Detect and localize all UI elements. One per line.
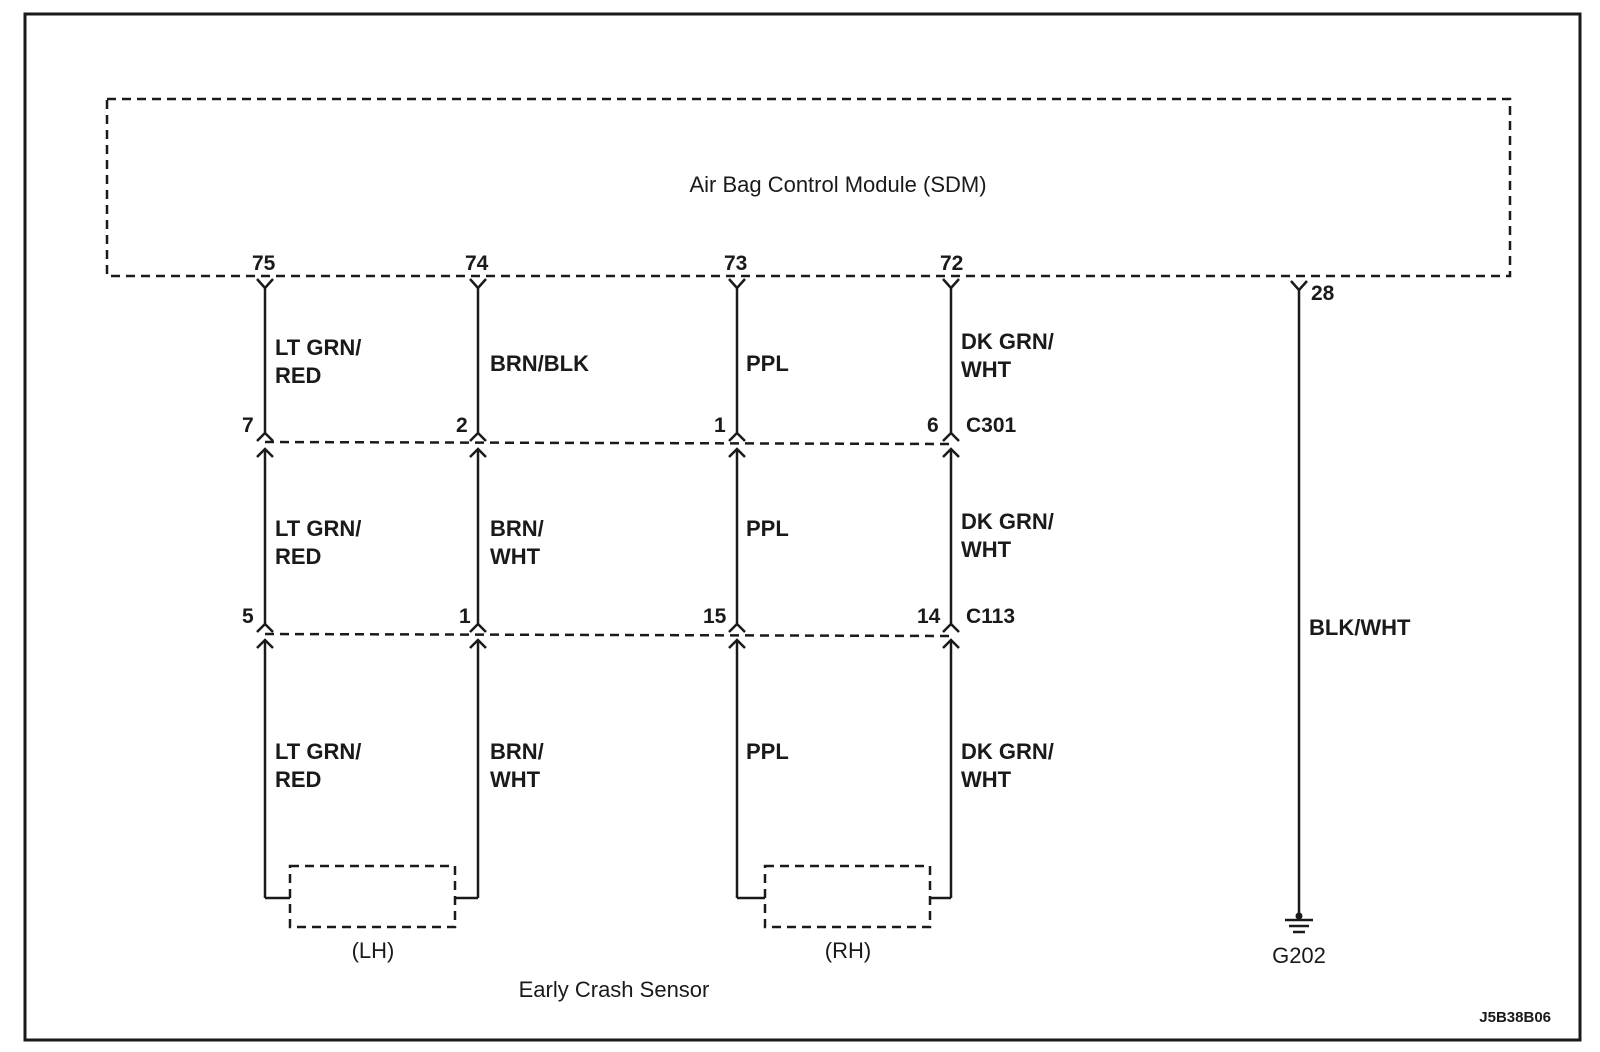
c301-terminal-male bbox=[942, 431, 960, 442]
sdm-pin-terminal bbox=[728, 278, 746, 290]
ground-icon bbox=[1285, 918, 1313, 934]
circuit-brn: 74 BRN/BLK 2 BRN/ WHT 1 BRN/ WHT bbox=[456, 252, 589, 898]
c113-terminal-male bbox=[256, 622, 274, 633]
c301-pin-label: 6 bbox=[927, 414, 939, 437]
sensor-lh-box bbox=[288, 864, 457, 929]
ground-splice-dot bbox=[1295, 912, 1303, 920]
c301-pin-label: 1 bbox=[714, 414, 726, 437]
wire-color-label: WHT bbox=[490, 544, 541, 569]
c301-terminal-male bbox=[728, 431, 746, 442]
c301-pin-label: 7 bbox=[242, 414, 254, 437]
c113-terminal-male bbox=[942, 622, 960, 633]
c113-pin-label: 15 bbox=[703, 605, 727, 628]
sdm-module-box bbox=[105, 97, 1512, 278]
wire-color-label: DK GRN/ bbox=[961, 329, 1054, 354]
c113-pin-label: 5 bbox=[242, 605, 254, 628]
wire-color-label: BRN/ bbox=[490, 739, 544, 764]
connector-c301-label: C301 bbox=[966, 414, 1017, 437]
c301-terminal-male bbox=[469, 431, 487, 442]
wire-color-label: PPL bbox=[746, 351, 789, 376]
wire-color-label: RED bbox=[275, 363, 321, 388]
sdm-pin-label: 72 bbox=[940, 252, 963, 275]
wire-color-label: BRN/ bbox=[490, 516, 544, 541]
connector-c301: C301 bbox=[264, 414, 1017, 446]
c113-terminal-male bbox=[469, 622, 487, 633]
sensor-lh: (LH) bbox=[265, 864, 478, 963]
sdm-pin-terminal bbox=[1290, 280, 1308, 292]
wire-color-label: RED bbox=[275, 544, 321, 569]
circuit-dk-grn-wht: 72 DK GRN/ WHT 6 DK GRN/ WHT 14 DK GRN/ … bbox=[917, 252, 1054, 898]
sdm-pin-terminal bbox=[469, 278, 487, 290]
wire-color-label: WHT bbox=[490, 767, 541, 792]
wire-color-label: PPL bbox=[746, 516, 789, 541]
sensor-rh-box bbox=[763, 864, 932, 929]
wire-color-label: BRN/BLK bbox=[490, 351, 589, 376]
connector-c113-line bbox=[264, 632, 952, 638]
wire-color-label: WHT bbox=[961, 537, 1012, 562]
wire-color-label: DK GRN/ bbox=[961, 509, 1054, 534]
ground-pin-label: 28 bbox=[1311, 282, 1335, 305]
c113-pin-label: 14 bbox=[917, 605, 941, 628]
sdm-pin-label: 73 bbox=[724, 252, 747, 275]
sdm-pin-label: 74 bbox=[465, 252, 489, 275]
ground-label: G202 bbox=[1272, 943, 1326, 968]
figure-code: J5B38B06 bbox=[1479, 1009, 1551, 1026]
connector-c113: C113 bbox=[264, 605, 1015, 638]
c113-pin-label: 1 bbox=[459, 605, 471, 628]
sensor-rh: (RH) bbox=[737, 864, 951, 963]
sdm-module: Air Bag Control Module (SDM) bbox=[105, 97, 1512, 278]
wire-color-label: WHT bbox=[961, 357, 1012, 382]
wire-color-label: WHT bbox=[961, 767, 1012, 792]
c301-terminal-male bbox=[256, 431, 274, 442]
sdm-pin-label: 75 bbox=[252, 252, 276, 275]
sensor-rh-label: (RH) bbox=[825, 938, 871, 963]
sdm-module-title: Air Bag Control Module (SDM) bbox=[689, 172, 986, 197]
sensor-lh-label: (LH) bbox=[352, 938, 395, 963]
sensor-caption: Early Crash Sensor bbox=[519, 977, 710, 1002]
c301-pin-label: 2 bbox=[456, 414, 468, 437]
wire-color-label: LT GRN/ bbox=[275, 335, 361, 360]
connector-c301-line bbox=[264, 440, 952, 446]
ground-circuit: 28 BLK/WHT G202 bbox=[1272, 280, 1411, 968]
outer-frame bbox=[23, 12, 1582, 1042]
circuit-ppl: 73 PPL 1 PPL 15 PPL bbox=[703, 252, 789, 898]
sdm-pin-terminal bbox=[256, 278, 274, 290]
circuit-lt-grn-red: 75 LT GRN/ RED 7 LT GRN/ RED 5 LT GRN/ R… bbox=[242, 252, 361, 898]
wire-color-label: LT GRN/ bbox=[275, 516, 361, 541]
wire-color-label: PPL bbox=[746, 739, 789, 764]
ground-wire-label: BLK/WHT bbox=[1309, 615, 1411, 640]
wire-color-label: LT GRN/ bbox=[275, 739, 361, 764]
wire-color-label: RED bbox=[275, 767, 321, 792]
sdm-pin-terminal bbox=[942, 278, 960, 290]
wire-color-label: DK GRN/ bbox=[961, 739, 1054, 764]
c113-terminal-male bbox=[728, 622, 746, 633]
connector-c113-label: C113 bbox=[966, 605, 1015, 628]
